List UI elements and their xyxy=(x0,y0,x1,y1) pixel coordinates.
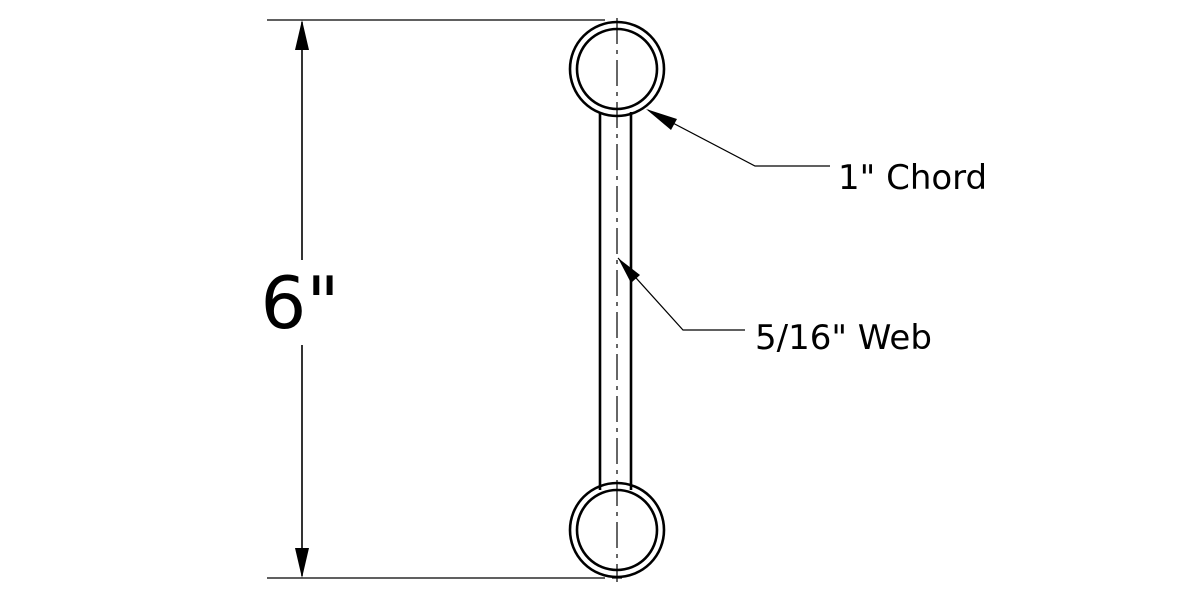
web-callout-label: 5/16" Web xyxy=(755,318,932,358)
web-leader-arrowhead xyxy=(618,258,640,283)
chord-leader xyxy=(646,109,830,167)
height-dimension-line xyxy=(295,20,309,578)
web-member xyxy=(598,112,633,490)
centerline-end-marks xyxy=(612,21,622,579)
dimension-arrowhead-bottom xyxy=(295,548,309,578)
height-dimension-label: 6" xyxy=(261,261,340,345)
web-leader xyxy=(617,257,745,331)
dimension-arrowhead-top xyxy=(295,20,309,50)
chord-callout-label: 1" Chord xyxy=(838,158,987,198)
chord-leader-arrowhead xyxy=(646,109,677,130)
